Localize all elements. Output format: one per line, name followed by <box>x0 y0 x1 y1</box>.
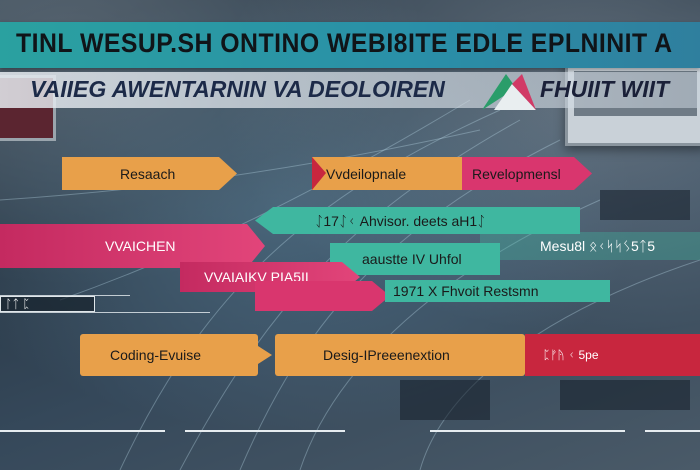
developments-label: Revelopmensl <box>472 165 561 182</box>
bottom-rule <box>430 430 625 432</box>
results-label: 1971 X Fhvoit Restsmn <box>393 283 539 299</box>
subtitle-left: VAIIEG AWENTARNIN VA DEOLOIREN <box>30 76 445 102</box>
subtitle-right: FHUIIT WIIT <box>540 76 670 102</box>
page-title: TINL WESUP.SH ONTINO WEBI8ITE EDLE EPLNI… <box>16 28 673 58</box>
research-bar[interactable]: Resaach <box>62 157 237 190</box>
bottom-rule <box>185 430 345 432</box>
advisor-bar[interactable]: ᛇ17ᛇᚲ Ahvisor. deets aH1ᛇ <box>255 207 580 234</box>
coding-arrow-icon <box>258 346 272 364</box>
advisor-label: ᛇ17ᛇᚲ Ahvisor. deets aH1ᛇ <box>315 212 486 229</box>
pink-left-label: VVAICHEN <box>105 238 176 254</box>
left-small-label: ᛚᛏ ᛈ <box>5 297 30 311</box>
divider-line <box>0 295 130 296</box>
divider-line <box>0 312 210 313</box>
aussite-bar[interactable]: aaustte IV Uhfol <box>330 243 500 275</box>
coding-label: Coding-Evuise <box>110 347 202 363</box>
developnale-label: Vvdeilopnale <box>326 165 407 182</box>
red-right-label: ᛈᚠᚤ ᚲ 5pe <box>543 348 599 362</box>
title-banner <box>0 22 700 68</box>
research-label: Resaach <box>120 165 176 182</box>
left-small-bar[interactable]: ᛚᛏ ᛈ <box>0 296 95 312</box>
coding-bar[interactable]: Coding-Evuise <box>80 334 258 376</box>
developnale-bar[interactable]: Vvdeilopnale <box>312 157 462 190</box>
results-bar[interactable]: 1971 X Fhvoit Restsmn <box>385 280 610 302</box>
pink-mid-bar-lower <box>255 281 390 311</box>
red-right-bar[interactable]: ᛈᚠᚤ ᚲ 5pe <box>525 334 700 376</box>
design-label: Desig-IPreeenextion <box>323 347 450 363</box>
bottom-rule <box>645 430 700 432</box>
bottom-rule <box>0 430 165 432</box>
aussite-label: aaustte IV Uhfol <box>362 251 462 267</box>
subtitle-banner <box>0 72 700 108</box>
developments-bar[interactable]: Revelopmensl <box>462 157 592 190</box>
pink-left-bar[interactable]: VVAICHEN <box>0 224 265 268</box>
messages-bar[interactable]: Mesu8l ᛟᚲᛋᛋᛊ5ᛏ5 <box>480 232 700 260</box>
messages-label: Mesu8l ᛟᚲᛋᛋᛊ5ᛏ5 <box>540 238 655 254</box>
triangle-logo-icon <box>482 74 536 110</box>
design-bar[interactable]: Desig-IPreeenextion <box>275 334 525 376</box>
developnale-notch-icon <box>312 157 326 190</box>
